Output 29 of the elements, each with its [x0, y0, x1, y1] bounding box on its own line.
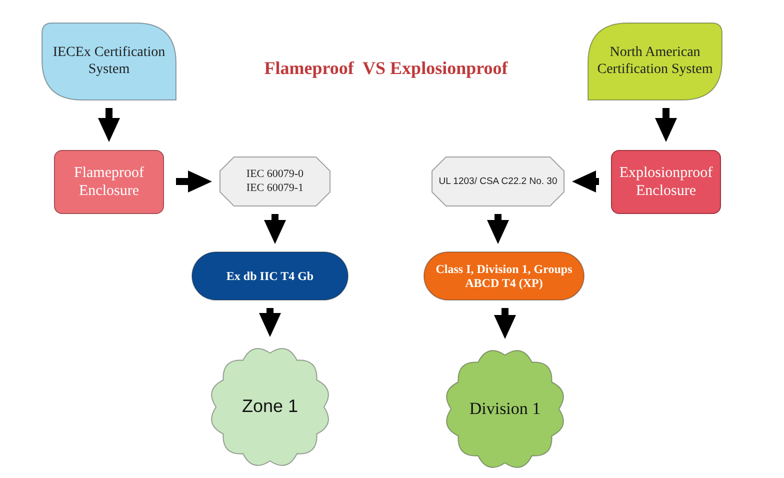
node-text: Class I, Division 1, Groups ABCD T4 (XP): [434, 262, 574, 290]
marking-pill: [192, 252, 348, 300]
process-box: [54, 150, 164, 214]
arrow: [494, 308, 516, 339]
node-text: Ex db IIC T4 Gb: [225, 268, 315, 284]
arrow: [487, 214, 509, 244]
node-text: Zone 1: [240, 396, 300, 418]
process-box: [611, 150, 721, 214]
diagram-title: Flameproof VS Explosionproof: [263, 58, 509, 79]
standard-hexagon: [432, 157, 564, 206]
arrow: [259, 308, 281, 337]
node-text: UL 1203/ CSA C22.2 No. 30: [438, 176, 558, 188]
marking-pill: [424, 252, 584, 300]
node-text: Division 1: [468, 398, 542, 420]
certification-tab: [42, 23, 176, 100]
standard-hexagon: [220, 157, 330, 206]
arrow: [176, 170, 212, 192]
zone-cloud: [208, 345, 332, 469]
arrow: [98, 108, 120, 142]
certification-tab: [588, 23, 722, 100]
arrow: [264, 214, 286, 244]
node-text: North American Certification System: [596, 44, 714, 78]
node-text: IEC 60079-0 IEC 60079-1: [245, 168, 305, 195]
arrow: [655, 108, 677, 142]
node-text: Flameproof Enclosure: [73, 164, 145, 200]
node-text: Explosionproof Enclosure: [618, 164, 714, 200]
node-text: IECEx Certification System: [52, 44, 166, 78]
zone-cloud: [443, 347, 567, 471]
arrow: [572, 170, 599, 192]
